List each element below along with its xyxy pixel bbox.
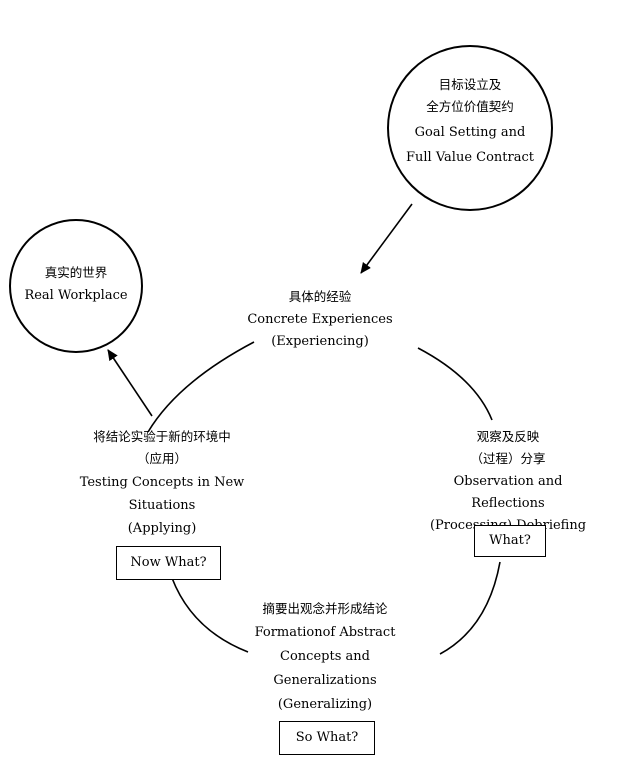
so-what-box: So What? — [279, 721, 375, 755]
arrow-goal-to-concrete — [360, 203, 413, 274]
concrete-experiences-cn: 具体的经验 — [288, 289, 352, 304]
arrow-apply-to-real-world — [107, 349, 153, 417]
now-what-box: Now What? — [116, 546, 221, 580]
real-workplace-cn: 真实的世界 — [44, 265, 108, 280]
arc-right — [439, 561, 501, 655]
goal-circle — [387, 45, 553, 211]
arc-left — [171, 577, 249, 653]
abstract-concepts-cn: 摘要出观念并形成结论 — [262, 601, 388, 616]
abstract-concepts-en: Formationof Abstract Concepts and Genera… — [254, 625, 396, 712]
what-box: What? — [474, 525, 546, 557]
real-workplace-circle — [9, 219, 143, 353]
arc-top-right — [417, 347, 493, 421]
observation-cn: 观察及反映 （过程）分享 — [470, 429, 546, 466]
real-workplace-en: Real Workplace — [24, 288, 128, 303]
goal-setting-en: Goal Setting and Full Value Contract — [406, 125, 534, 165]
concrete-experiences-en: Concrete Experiences (Experiencing) — [247, 312, 393, 349]
arc-top-left — [147, 341, 255, 433]
goal-setting-cn: 目标设立及 全方位价值契约 — [426, 77, 514, 114]
applying-cn: 将结论实验于新的环境中 （应用） — [93, 429, 231, 466]
applying-en: Testing Concepts in New Situations (Appl… — [79, 475, 245, 536]
